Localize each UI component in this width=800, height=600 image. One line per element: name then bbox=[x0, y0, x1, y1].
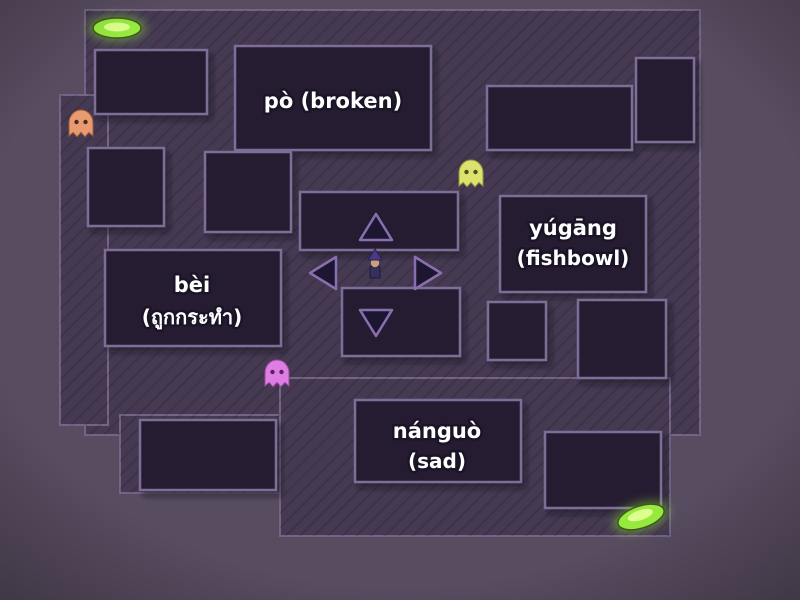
wall-block bbox=[634, 56, 696, 144]
label-po: pò (broken) bbox=[264, 89, 402, 113]
wall-block bbox=[576, 298, 668, 380]
wall-block bbox=[485, 84, 634, 152]
portal-highlight bbox=[104, 22, 130, 32]
wall-block bbox=[340, 286, 462, 358]
ghost-body bbox=[264, 359, 290, 388]
portal-exit-top-left bbox=[88, 15, 146, 41]
wall-block bbox=[93, 48, 209, 116]
wall-block bbox=[103, 248, 283, 348]
label-nanguo-line2: (sad) bbox=[408, 449, 466, 473]
wall-block bbox=[86, 146, 166, 228]
wall-block bbox=[486, 300, 548, 362]
label-bei-line2: (ถูกกระทำ) bbox=[142, 305, 243, 331]
ghost-body bbox=[68, 109, 94, 138]
wall-block bbox=[203, 150, 293, 234]
label-nanguo-line1: nánguò bbox=[393, 419, 481, 443]
yellow-ghost-icon bbox=[458, 159, 484, 188]
wall-block bbox=[138, 418, 278, 492]
label-yugang-line2: (fishbowl) bbox=[517, 246, 630, 270]
wall-block bbox=[543, 430, 663, 510]
orange-ghost-icon bbox=[68, 109, 94, 138]
label-yugang-line1: yúgāng bbox=[529, 216, 617, 240]
label-bei-line1: bèi bbox=[174, 273, 210, 297]
pink-ghost-icon bbox=[264, 359, 290, 388]
ghost-body bbox=[458, 159, 484, 188]
wall-block bbox=[498, 194, 648, 294]
